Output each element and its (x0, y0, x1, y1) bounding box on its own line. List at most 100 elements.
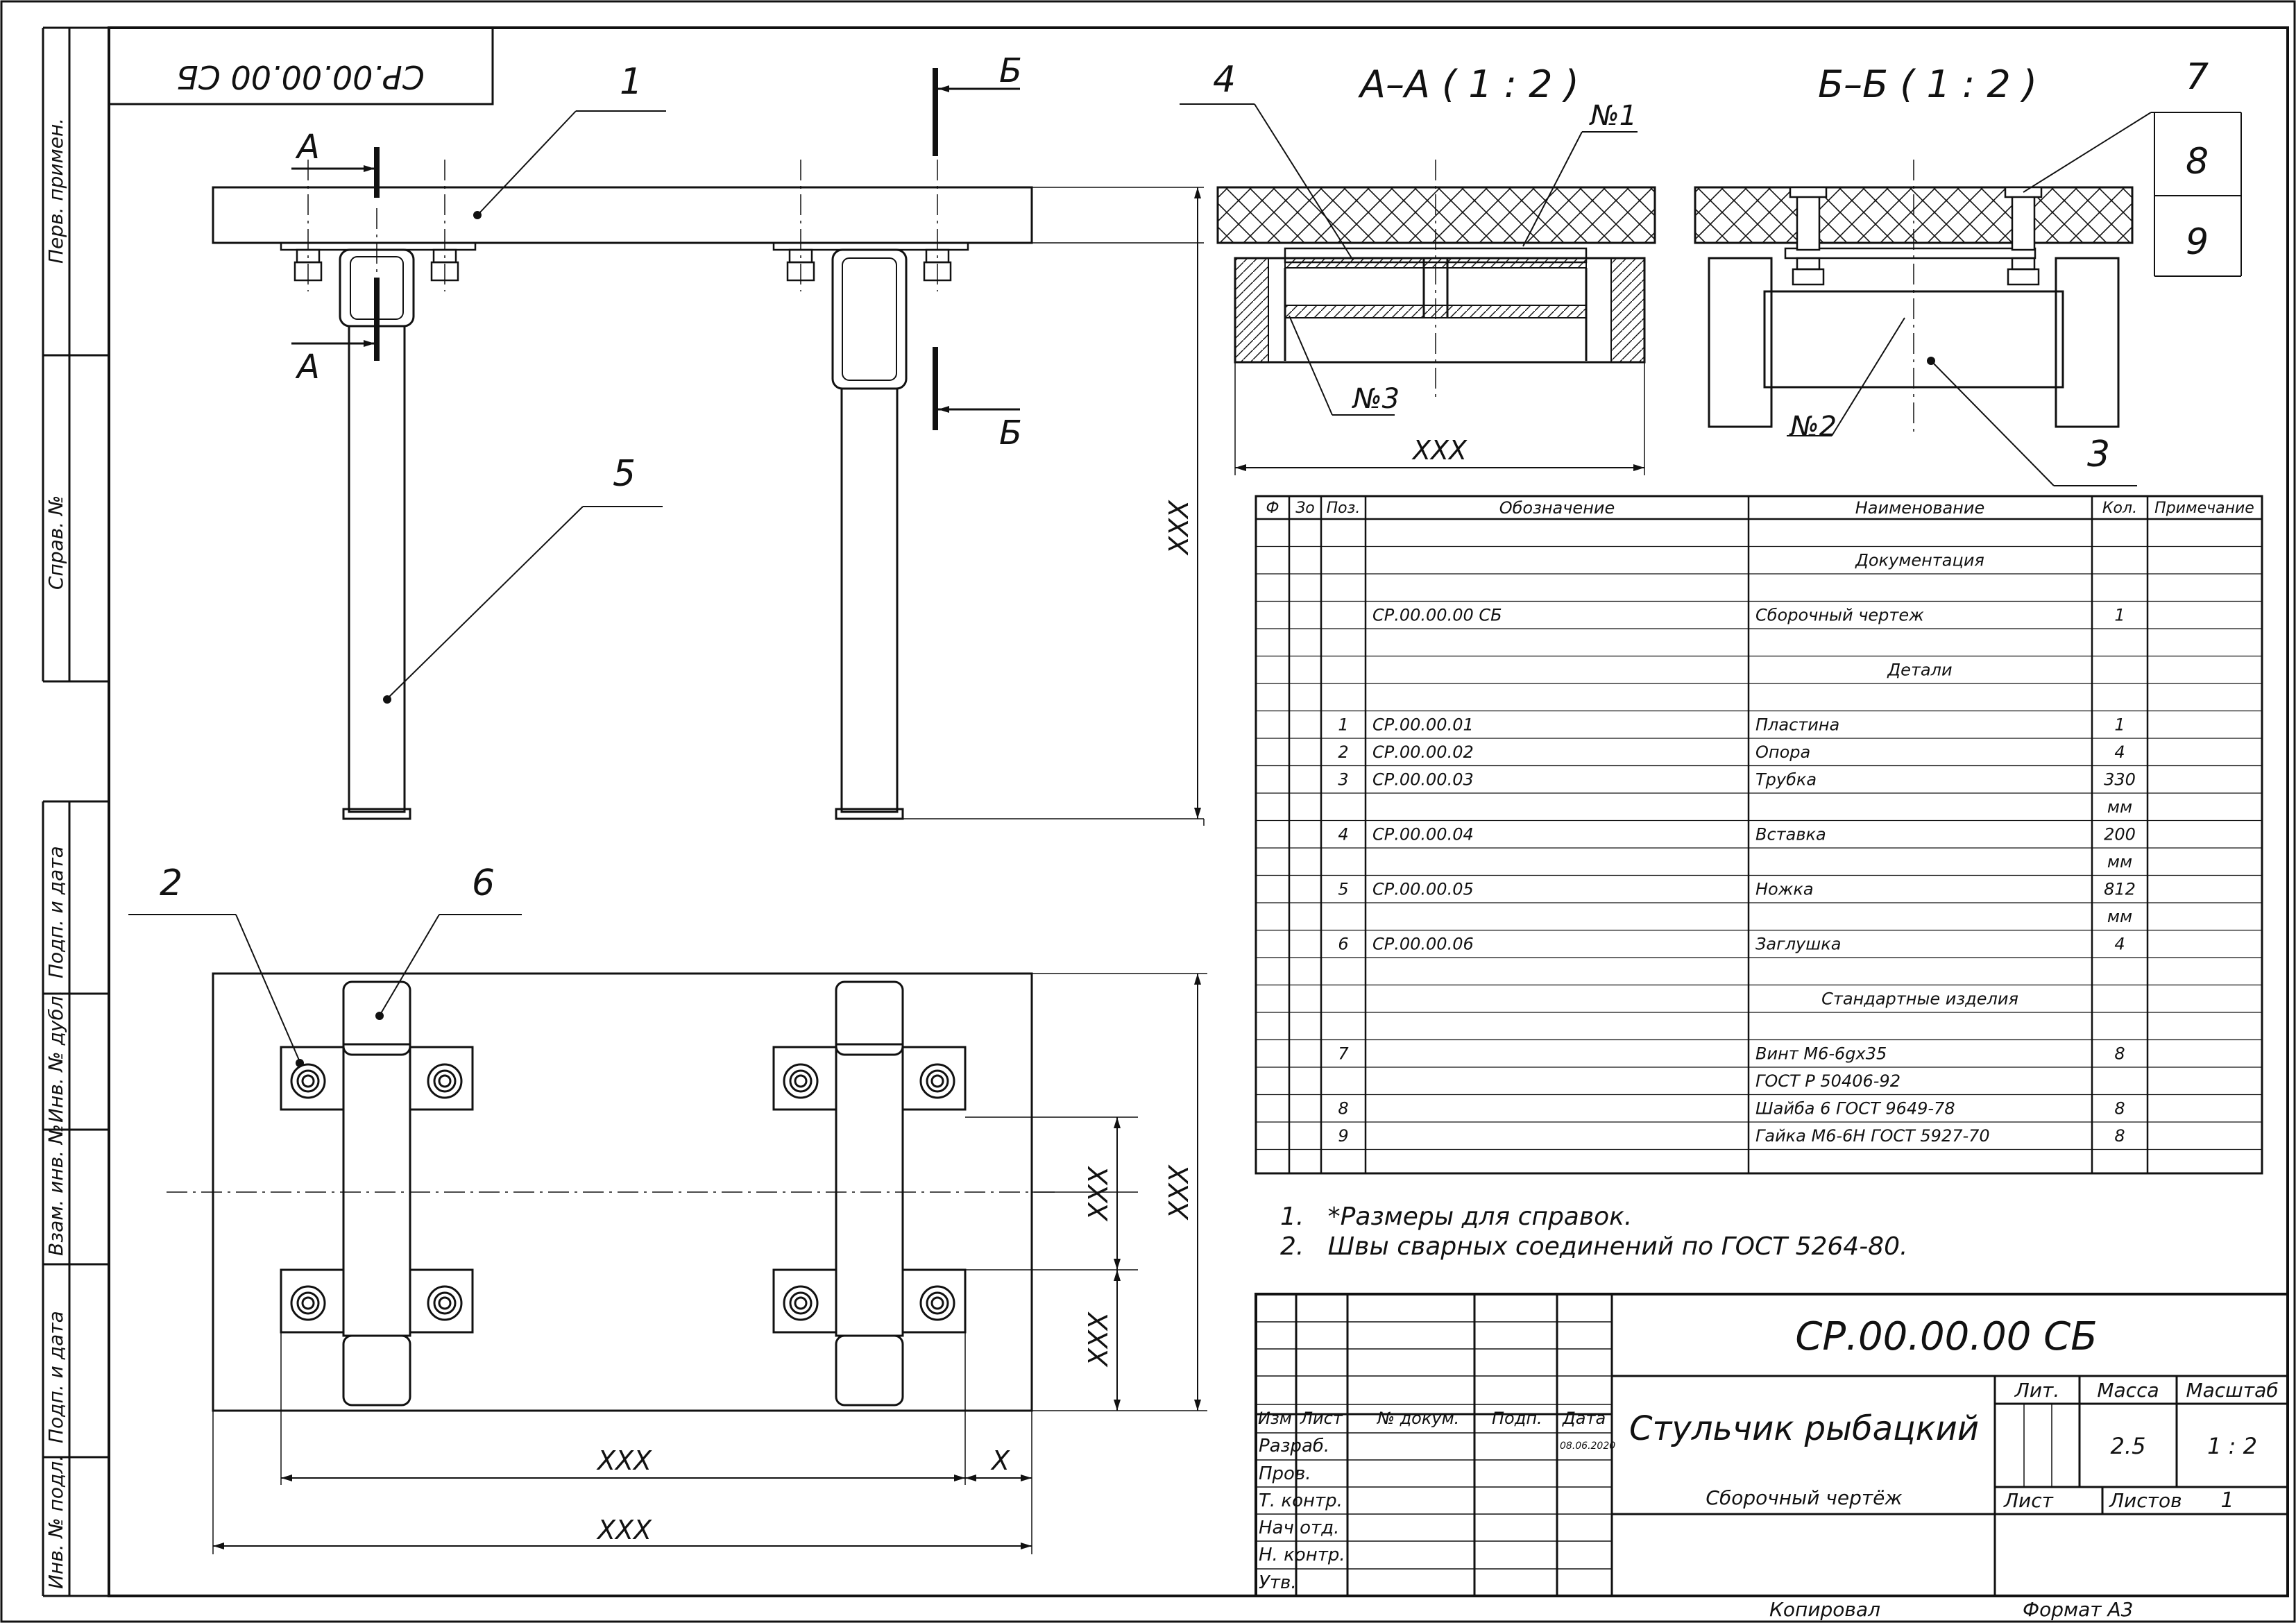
bom-pos: 1 (1338, 715, 1348, 735)
callout-7: 7 (2186, 56, 2209, 98)
cut-plane-b (933, 68, 1020, 430)
bom-name: ГОСТ Р 50406-92 (1755, 1071, 1900, 1091)
top-dim-height: XXX (1164, 1164, 1194, 1221)
side-label-podp-data-1: Подп. и дата (44, 846, 67, 978)
note-1: 1. *Размеры для справок. (1280, 1203, 1632, 1231)
bom-row: ГОСТ Р 50406-92 (1755, 1071, 1900, 1091)
title-block-doc-type: Сборочный чертёж (1706, 1486, 1902, 1509)
tb-role-checker: Пров. (1259, 1463, 1311, 1484)
callout-4: 4 (1213, 59, 1236, 101)
callout-1: 1 (620, 61, 643, 103)
leader-dot-1 (473, 211, 482, 219)
cut-label-b-bottom: Б (999, 414, 1022, 452)
bom-section-heading: Стандартные изделия (1821, 989, 2018, 1009)
bom-name: Сборочный чертеж (1755, 606, 1924, 625)
side-label-inv-dubl: Инв. № дубл. (44, 989, 67, 1123)
section-aa-width-dim: XXX (1411, 435, 1468, 466)
cut-plane-a (291, 147, 380, 361)
bom-row: 6 СР.00.00.06 Заглушка 4 (1338, 935, 2125, 954)
cut-label-a-bottom: А (295, 348, 320, 386)
bom-row: мм (2107, 797, 2132, 817)
title-block-product-name: Стульчик рыбацкий (1629, 1409, 1979, 1448)
bom-qty: 8 (2114, 1126, 2125, 1146)
front-view (212, 160, 1205, 826)
right-support-bracket (831, 248, 908, 390)
top-dim-width: XXX (596, 1515, 652, 1545)
bom-name: Шайба 6 ГОСТ 9649-78 (1755, 1099, 1955, 1119)
bom-name: Вставка (1755, 825, 1826, 844)
bom-qty: 4 (2114, 935, 2125, 954)
bom-row: Документация (1855, 551, 1984, 570)
bom-header-designation: Обозначение (1499, 498, 1615, 518)
bom-qty: 1 (2114, 715, 2125, 735)
bom-header-row: Ф Зо Поз. Обозначение Наименование Кол. … (1266, 498, 2254, 518)
bom-qty: мм (2107, 852, 2132, 872)
tb-col-doc-no: № докум. (1376, 1409, 1459, 1428)
bom-code: СР.00.00.01 (1372, 715, 1474, 735)
top-view (167, 972, 1207, 1554)
bom-qty: мм (2107, 797, 2132, 817)
leader-dot-2 (296, 1059, 304, 1067)
section-aa-title: А–А ( 1 : 2 ) (1358, 62, 1579, 106)
front-leaders (388, 110, 666, 698)
bom-code: СР.00.00.05 (1372, 880, 1474, 899)
bom-name: Трубка (1755, 770, 1817, 790)
bom-header-pos: Поз. (1327, 500, 1361, 517)
callout-5: 5 (613, 453, 636, 495)
leader-dot-3 (1927, 357, 1935, 365)
title-block-scale-label: Масштаб (2186, 1379, 2278, 1402)
tb-col-izm: Изм (1258, 1409, 1292, 1428)
bom-name: Заглушка (1755, 935, 1841, 954)
callout-8: 8 (2186, 141, 2209, 182)
weld-label-2: №2 (1789, 411, 1837, 443)
section-bb (1694, 160, 2134, 437)
cut-label-b-top: Б (999, 51, 1022, 90)
bom-row: мм (2107, 907, 2132, 926)
bom-code: СР.00.00.02 (1372, 742, 1474, 762)
top-dim-upper-span: XXX (1083, 1166, 1114, 1222)
bom-row: 9 Гайка М6-6Н ГОСТ 5927-70 8 (1338, 1126, 2125, 1146)
tb-role-dept-head: Нач.отд. (1259, 1518, 1339, 1538)
bom-name: Ножка (1755, 880, 1814, 899)
tb-role-tech-control: Т. контр. (1259, 1490, 1343, 1511)
leader-dot-5 (383, 695, 391, 704)
bom-row: 8 Шайба 6 ГОСТ 9649-78 8 (1338, 1099, 2125, 1119)
tb-col-date: Дата (1562, 1409, 1606, 1428)
title-block-lit-label: Лит. (2014, 1379, 2059, 1402)
nut (294, 248, 952, 282)
bom-table (1255, 495, 2263, 1175)
inner-frame (108, 26, 2289, 1597)
side-label-perv-primen: Перв. примен. (44, 118, 67, 264)
bom-section-heading: Детали (1887, 661, 1952, 680)
bom-header-zo: Зо (1295, 500, 1315, 517)
bom-code: СР.00.00.03 (1372, 770, 1474, 790)
callout-2: 2 (160, 863, 182, 904)
front-height-dim-label: XXX (1164, 500, 1194, 556)
bom-name: Гайка М6-6Н ГОСТ 5927-70 (1755, 1126, 1990, 1146)
tb-col-list: Лист (1300, 1409, 1343, 1428)
top-dim-bolt-span: XXX (596, 1445, 652, 1476)
title-block-sheet-label: Лист (2003, 1489, 2054, 1512)
tb-col-sign: Подп. (1492, 1409, 1542, 1428)
bom-pos: 6 (1338, 935, 1348, 954)
weld-label-3: №3 (1352, 383, 1400, 415)
bom-name: Винт М6-6gx35 (1755, 1044, 1887, 1064)
inverted-stamp-box (108, 26, 494, 105)
tb-role-norm-control: Н. контр. (1259, 1545, 1345, 1565)
bom-qty: 4 (2114, 742, 2125, 762)
bom-row: Детали (1887, 661, 1952, 680)
bom-pos: 8 (1338, 1099, 1348, 1119)
bom-qty: 812 (2104, 880, 2136, 899)
bom-qty: 8 (2114, 1099, 2125, 1119)
bom-qty: 1 (2114, 606, 2125, 625)
bom-code: СР.00.00.06 (1372, 935, 1474, 954)
bom-pos: 9 (1338, 1126, 1348, 1146)
title-block-scale: 1 : 2 (2207, 1433, 2257, 1459)
title-block-designation: СР.00.00.00 СБ (1795, 1314, 2097, 1359)
